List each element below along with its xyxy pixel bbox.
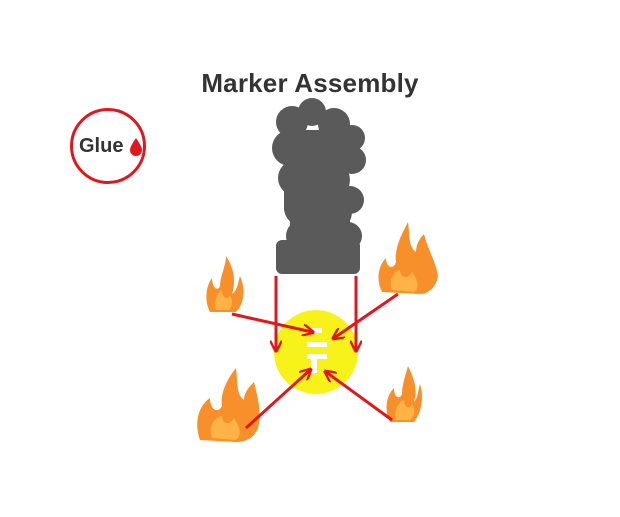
glue-badge: Glue [70, 108, 146, 184]
arrow [231, 312, 312, 332]
flame-icon [378, 222, 438, 294]
arrow [334, 292, 399, 338]
arrows [231, 276, 399, 430]
arrow [244, 370, 310, 430]
flame-icon [206, 256, 244, 312]
marker-symbol-icon [274, 310, 358, 394]
flame-icon [197, 368, 260, 442]
page-title: Marker Assembly [201, 68, 419, 98]
flame-icon [386, 366, 422, 422]
arrow [326, 372, 393, 422]
glue-label: Glue [79, 135, 124, 157]
smoke-cloud-icon [272, 98, 366, 274]
blood-drop-icon [130, 138, 142, 156]
